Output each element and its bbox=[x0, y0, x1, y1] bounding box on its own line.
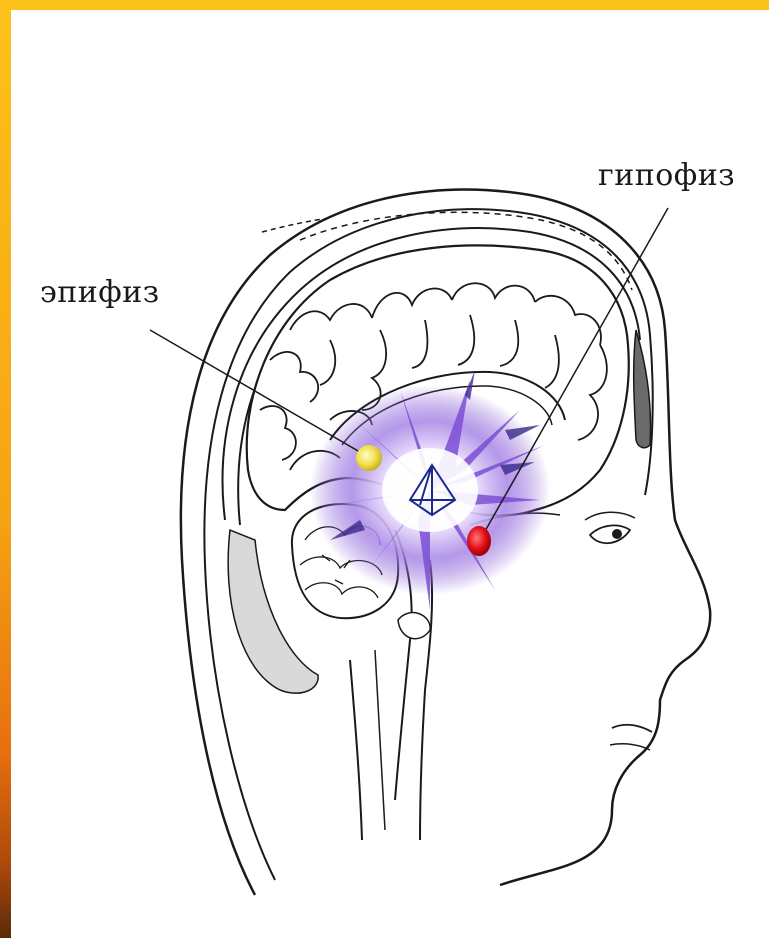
epiphysis-label: эпифиз bbox=[40, 275, 160, 310]
eye bbox=[590, 525, 630, 543]
hypophysis-label: гипофиз bbox=[598, 158, 735, 193]
hypophysis-dot bbox=[467, 526, 491, 556]
epiphysis-dot bbox=[356, 445, 382, 471]
